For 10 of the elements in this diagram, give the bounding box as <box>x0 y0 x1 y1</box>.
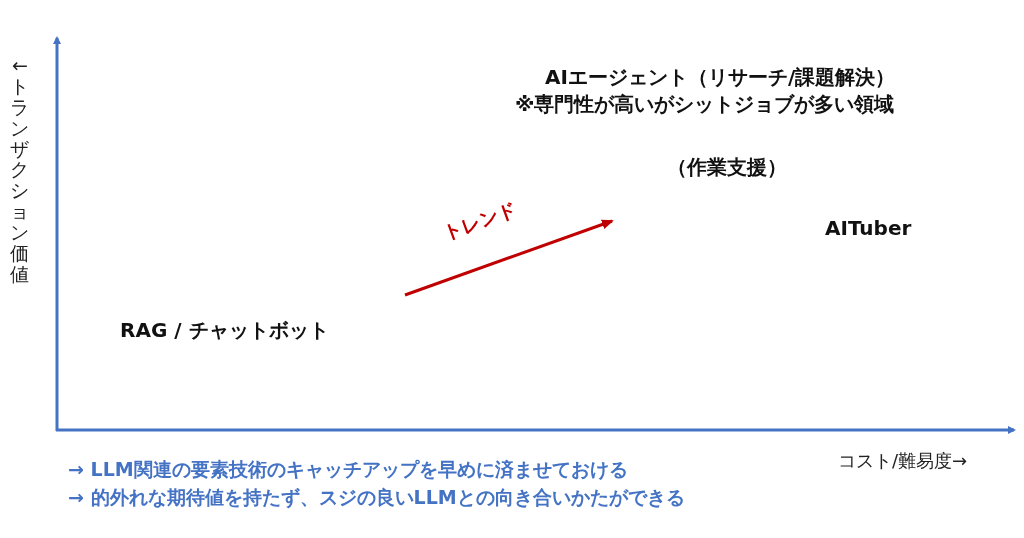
note-text: → 的外れな期待値を持たず、スジの良いLLMとの向き合いかたができる <box>68 486 685 509</box>
axis-label: ←トランザクション価値 <box>10 55 30 285</box>
trend-label: トレンド <box>440 197 520 245</box>
axis-label: コスト/難易度→ <box>838 450 968 472</box>
quadrant-label: AITuber <box>825 216 912 240</box>
note-text: → LLM関連の要素技術のキャッチアップを早めに済ませておける <box>68 458 628 481</box>
quadrant-label: AIエージェント（リサーチ/課題解決） <box>545 65 896 89</box>
quadrant-label: RAG / チャットボット <box>120 318 329 342</box>
note-text: ※専門性が高いがシットジョブが多い領域 <box>515 92 895 116</box>
quadrant-label: （作業支援） <box>667 155 787 179</box>
